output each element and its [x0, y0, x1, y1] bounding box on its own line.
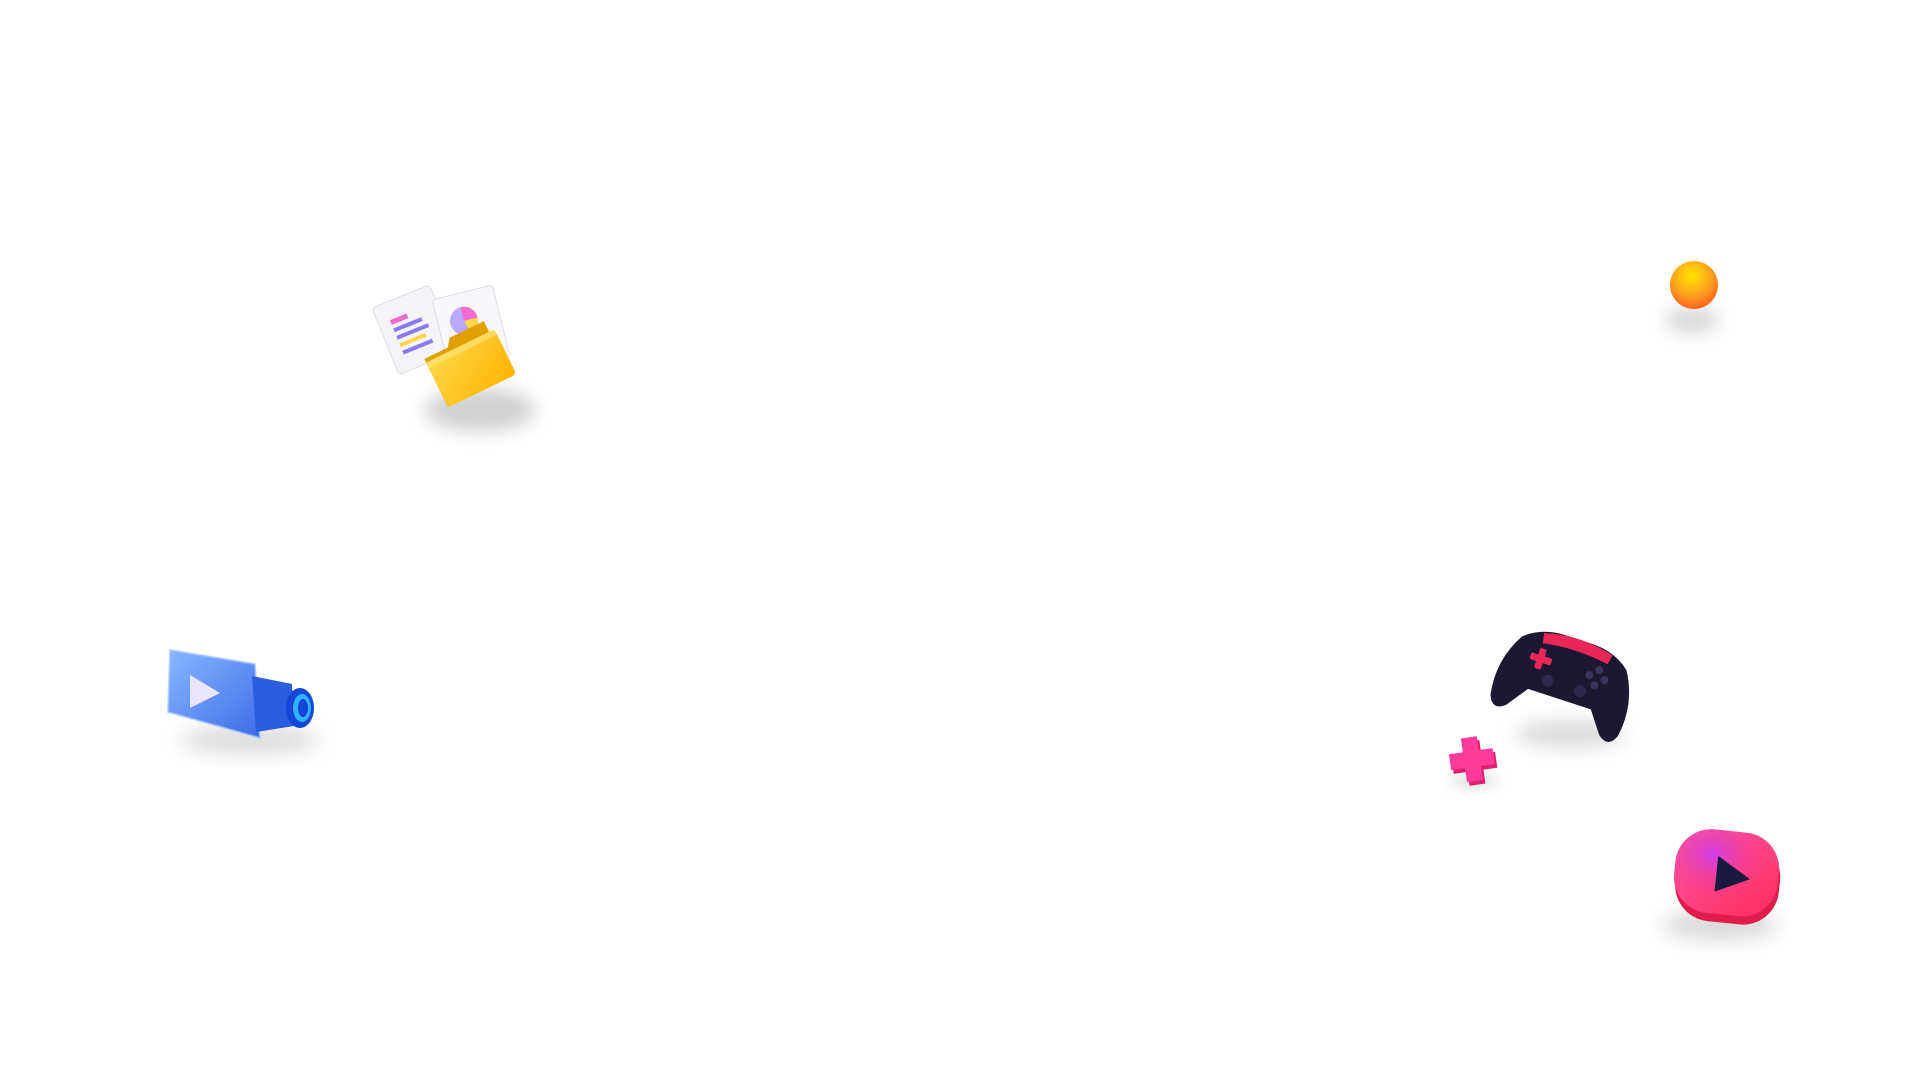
orange-sphere-icon	[1658, 258, 1738, 348]
video-camera-icon	[160, 640, 340, 760]
gamepad-icon	[1490, 622, 1640, 752]
play-button-icon	[1658, 823, 1798, 943]
folder-with-documents-icon	[370, 282, 545, 442]
plus-icon	[1438, 725, 1508, 795]
